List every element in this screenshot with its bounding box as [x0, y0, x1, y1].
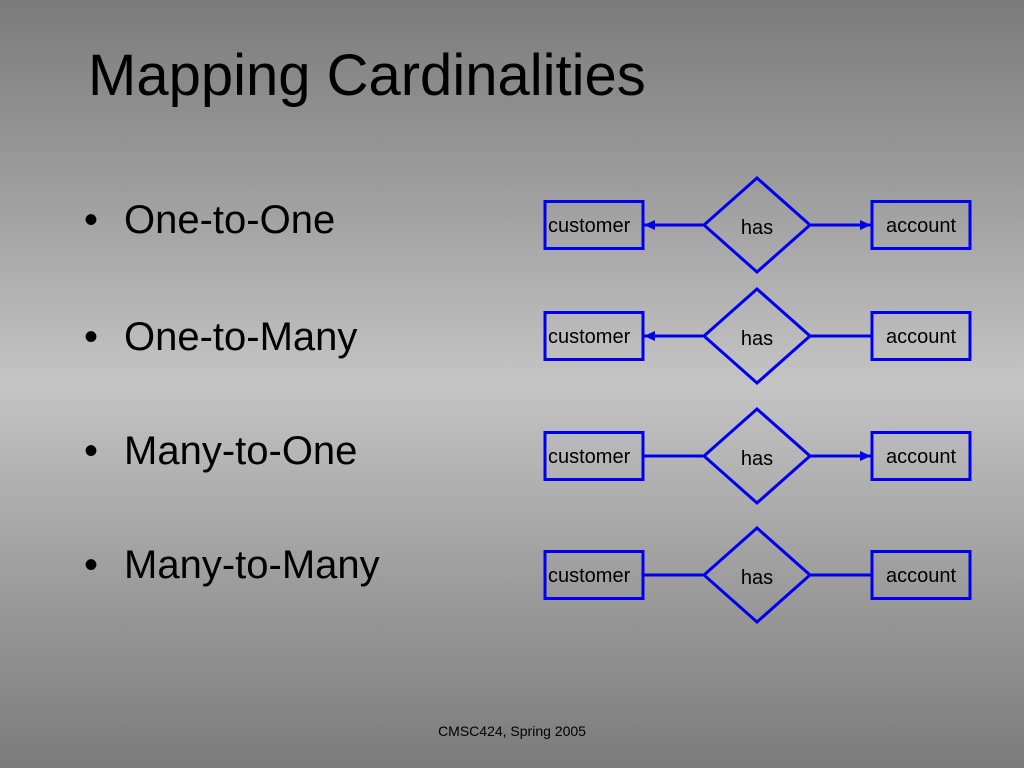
relationship-diamond: [701, 525, 813, 625]
relationship-diamond: [701, 406, 813, 506]
relationship-label: has: [741, 328, 773, 350]
left-entity-box: [543, 311, 645, 361]
bullet-dot: •: [84, 543, 99, 587]
er-diagram-row-4: customer account has: [543, 525, 972, 625]
right-entity-label: account: [886, 215, 956, 237]
right-entity-label: account: [886, 446, 956, 468]
bullet-dot: •: [84, 429, 99, 473]
er-diagram-row-1: customer account has: [543, 175, 972, 275]
right-arrowhead: [860, 220, 871, 230]
bullet-one-to-many: • One-to-Many: [84, 313, 357, 361]
right-entity-box: [870, 431, 972, 481]
slide-title: Mapping Cardinalities: [88, 43, 646, 108]
left-entity-label: customer: [548, 215, 631, 237]
bullet-label: Many-to-One: [124, 429, 358, 473]
bullet-dot: •: [84, 198, 99, 242]
left-entity-box: [543, 550, 645, 600]
right-entity-label: account: [886, 326, 956, 348]
relationship-diamond: [701, 286, 813, 386]
er-diagram-row-3: customer account has: [543, 406, 972, 506]
right-entity-box: [870, 311, 972, 361]
relationship-label: has: [741, 448, 773, 470]
left-entity-label: customer: [548, 326, 631, 348]
right-entity-label: account: [886, 565, 956, 587]
bullet-many-to-many: • Many-to-Many: [84, 541, 380, 589]
left-entity-box: [543, 431, 645, 481]
bullet-label: Many-to-Many: [124, 543, 380, 587]
left-entity-box: [543, 200, 645, 250]
slide-footer: CMSC424, Spring 2005: [438, 723, 586, 739]
relationship-diamond: [701, 175, 813, 275]
relationship-label: has: [741, 567, 773, 589]
right-entity-box: [870, 550, 972, 600]
left-arrowhead: [644, 331, 655, 341]
left-entity-label: customer: [548, 446, 631, 468]
er-diagram-row-2: customer account has: [543, 286, 972, 386]
relationship-label: has: [741, 217, 773, 239]
bullet-dot: •: [84, 315, 99, 359]
bullet-one-to-one: • One-to-One: [84, 196, 335, 244]
left-arrowhead: [644, 220, 655, 230]
bullet-label: One-to-One: [124, 198, 336, 242]
bullet-many-to-one: • Many-to-One: [84, 427, 357, 475]
right-arrowhead: [860, 451, 871, 461]
bullet-label: One-to-Many: [124, 315, 358, 359]
left-entity-label: customer: [548, 565, 631, 587]
right-entity-box: [870, 200, 972, 250]
